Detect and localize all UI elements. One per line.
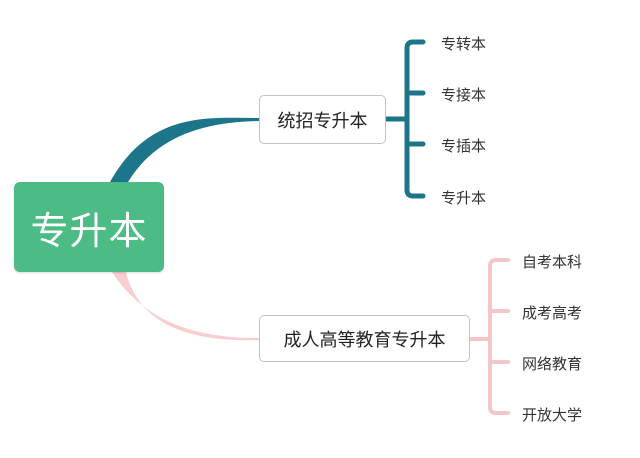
leaf-node[interactable]: 专插本	[441, 137, 487, 155]
leaf-node[interactable]: 成考高考	[522, 304, 583, 322]
root-to-branch-1-connector	[110, 117, 259, 182]
leaf-node[interactable]: 专升本	[441, 189, 487, 207]
branch-2-bracket	[468, 258, 510, 415]
branch-node-chengren[interactable]: 成人高等教育专升本	[259, 315, 470, 362]
leaf-node[interactable]: 开放大学	[522, 406, 583, 424]
branch-node-tongzhao[interactable]: 统招专升本	[259, 95, 386, 144]
root-node[interactable]: 专升本	[14, 182, 164, 272]
branch-1-bracket	[383, 39, 426, 199]
root-to-branch-2-connector	[112, 272, 259, 341]
leaf-node[interactable]: 自考本科	[522, 253, 583, 271]
leaf-node[interactable]: 网络教育	[522, 355, 583, 373]
leaf-node[interactable]: 专接本	[441, 86, 487, 104]
leaf-node[interactable]: 专转本	[441, 35, 487, 53]
